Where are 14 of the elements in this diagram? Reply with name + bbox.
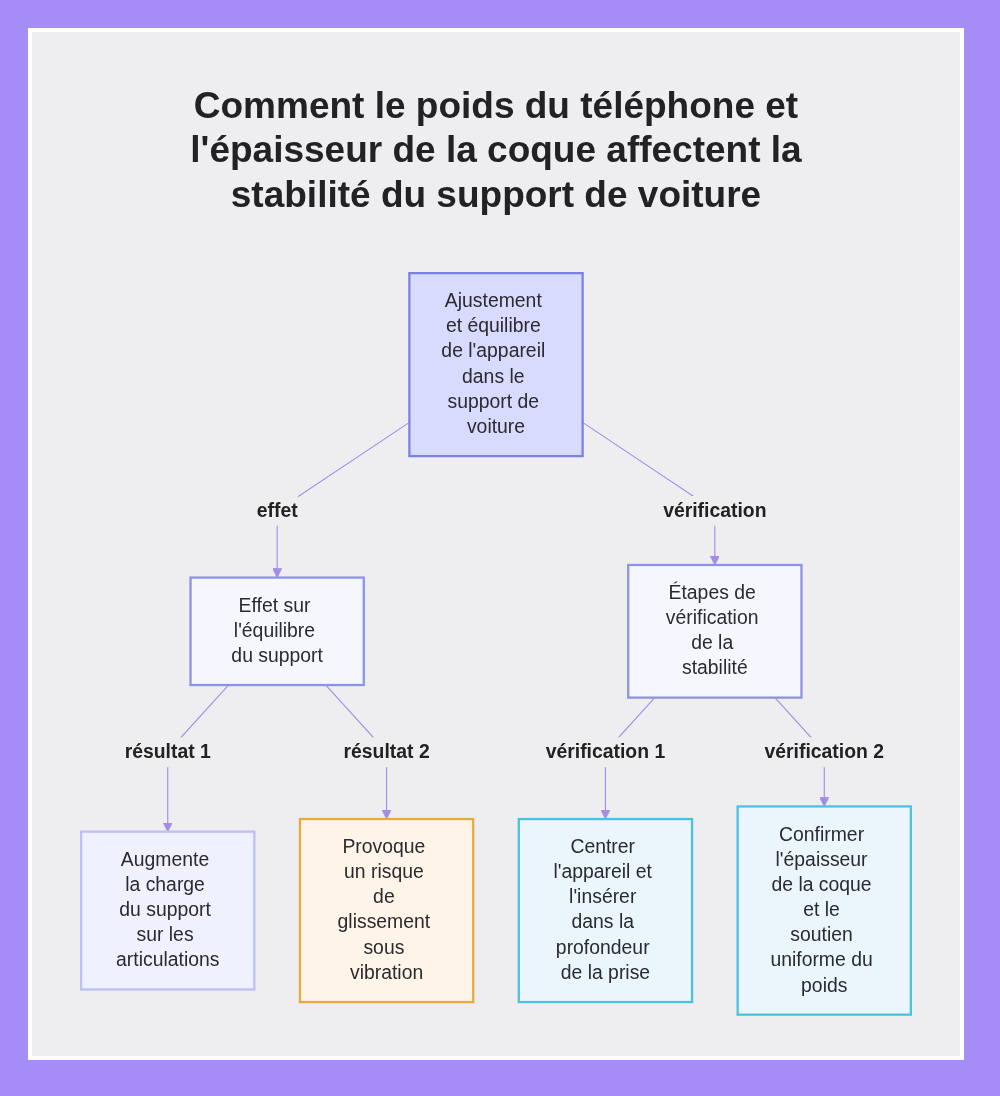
node-box: Confirmer l'épaisseur de la coque et le soutien uniforme du poids: [736, 805, 912, 1016]
edge-label: vérification 1: [545, 740, 666, 763]
node-box: Étapes de vérification de la stabilité: [627, 563, 803, 699]
node-box: Effet sur l'équilibre du support: [189, 576, 365, 687]
edge-label: vérification: [663, 499, 767, 522]
edge-label: effet: [256, 499, 298, 522]
edge-label: vérification 2: [764, 740, 885, 763]
node-box: Ajustement et équilibre de l'appareil dans le support de voiture: [408, 272, 584, 458]
diagram-title: Comment le poids du téléphone et l'épaisseur de la coque affectent la stabilité du support de voiture: [189, 84, 803, 217]
node-box: Centrer l'appareil et l'insérer dans la profondeur de la prise: [517, 817, 694, 1004]
node-box: Provoque un risque de glissement sous vibration: [298, 817, 475, 1004]
edge-label: résultat 1: [124, 740, 211, 763]
node-box: Augmente la charge du support sur les articulations: [80, 830, 256, 991]
edge-label: résultat 2: [343, 740, 430, 763]
